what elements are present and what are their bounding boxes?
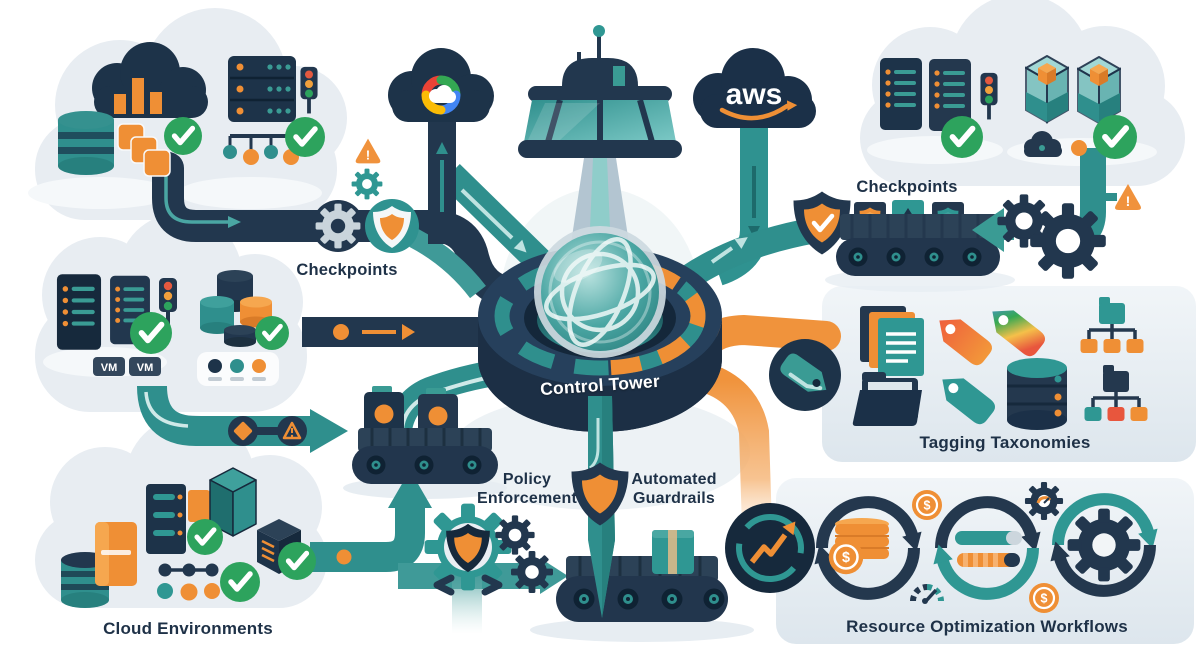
server-rack-icon <box>228 56 296 122</box>
platform-orange-ring <box>599 256 706 376</box>
mini-gear-icon <box>351 168 383 200</box>
tagging-panel-icons <box>852 295 1150 430</box>
folder-icon <box>852 372 922 426</box>
checkpoint-gear-icon <box>315 203 361 249</box>
bottom-conveyor <box>556 530 728 622</box>
left-conveyor <box>228 386 498 484</box>
mini-cloud-icon <box>1024 131 1062 157</box>
guardrail-shield-icon <box>571 462 629 526</box>
status-panel <box>197 352 279 386</box>
policy-enforcement-label: Policy Enforcement <box>477 470 577 508</box>
documents-icon <box>860 306 924 376</box>
check-icon <box>255 316 289 350</box>
aws-logo: aws <box>726 78 783 111</box>
check-icon <box>285 117 325 157</box>
cloud-environments-label: Cloud Environments <box>103 619 273 638</box>
automated-guardrails-label: Automated Guardrails <box>631 470 716 508</box>
top-right-cloud-icons <box>878 55 1137 159</box>
resource-optimization-label: Resource Optimization Workflows <box>846 617 1128 636</box>
vm-badge: VM <box>93 357 125 376</box>
rainbow-tag-icon <box>992 310 1045 357</box>
policy-line1: Policy <box>502 471 552 488</box>
conveyor-wheels <box>573 588 725 610</box>
globe-icon <box>534 226 666 358</box>
checkpoints-left-label: Checkpoints <box>296 261 398 279</box>
pipe-to-right-conveyor <box>680 217 819 289</box>
server-rack-icon <box>146 484 210 554</box>
svg-text:VM: VM <box>137 362 154 374</box>
check-icon <box>187 519 223 555</box>
trend-circle-icon <box>725 503 815 593</box>
storage-cylinders-icon <box>200 270 272 347</box>
package-box-icon <box>652 530 694 574</box>
pipe-diagonal-left-2 <box>409 229 486 299</box>
orange-volume-icon <box>95 522 137 586</box>
check-icon <box>941 116 983 158</box>
badge-diamond-icon <box>228 416 292 446</box>
bottom-left-cloud-icons <box>61 467 316 608</box>
top-left-cloud-icons <box>58 42 325 177</box>
orange-tag-icon <box>939 319 992 366</box>
stacked-resources-icon <box>117 123 171 177</box>
cloud-analytics-icon <box>92 42 208 118</box>
server-tower-icon <box>878 56 924 132</box>
antenna <box>597 34 601 60</box>
small-gear-icon <box>511 551 553 593</box>
gear-gauge-icon <box>1024 481 1064 521</box>
guardrails-line1: Automated <box>631 471 717 488</box>
checkpoints-right-label: Checkpoints <box>856 178 958 196</box>
optimization-gear-icon <box>1067 508 1141 582</box>
network-dots-icon <box>157 563 220 601</box>
aws-cloud: aws <box>693 48 816 128</box>
small-gear-icon <box>495 515 535 555</box>
tag-circle-icon <box>769 339 841 411</box>
glass-cube-icon <box>1025 55 1069 123</box>
database-icon <box>58 111 114 175</box>
check-icon <box>278 542 316 580</box>
google-cloud <box>388 48 494 122</box>
check-icon <box>1093 115 1137 159</box>
gauge-icon <box>910 584 944 604</box>
teal-box-icon <box>209 467 257 537</box>
server-tower-icon <box>57 274 101 350</box>
glass-cube-icon <box>1077 56 1121 124</box>
tagged-database-icon <box>1007 358 1067 430</box>
tower-roof <box>562 58 638 86</box>
svg-text:VM: VM <box>101 362 118 374</box>
tagging-taxonomies-label: Tagging Taxonomies <box>919 433 1091 452</box>
policy-enforcement-cluster <box>424 503 553 634</box>
checkpoints-left-cluster <box>312 138 419 253</box>
aws-smile <box>719 103 790 121</box>
checkpoints-right-cluster <box>793 184 1141 279</box>
pipe-diagonal-left <box>440 163 550 273</box>
check-icon <box>130 312 172 354</box>
policy-line2: Enforcement <box>477 490 577 507</box>
pipe-bottomleft <box>310 506 425 572</box>
check-icon <box>220 562 260 602</box>
check-icon <box>164 117 202 155</box>
vm-badge: VM <box>129 357 161 376</box>
teal-tag-icon <box>942 378 995 425</box>
badge-warning-icon <box>277 416 307 446</box>
resource-panel-icons <box>725 481 1163 615</box>
progress-bars-icon <box>955 531 1022 567</box>
left-middle-cloud-icons: VM VM <box>57 270 289 386</box>
gear-icon <box>1030 203 1106 279</box>
guardrails-line2: Guardrails <box>632 490 716 507</box>
crate-icon <box>364 386 458 438</box>
